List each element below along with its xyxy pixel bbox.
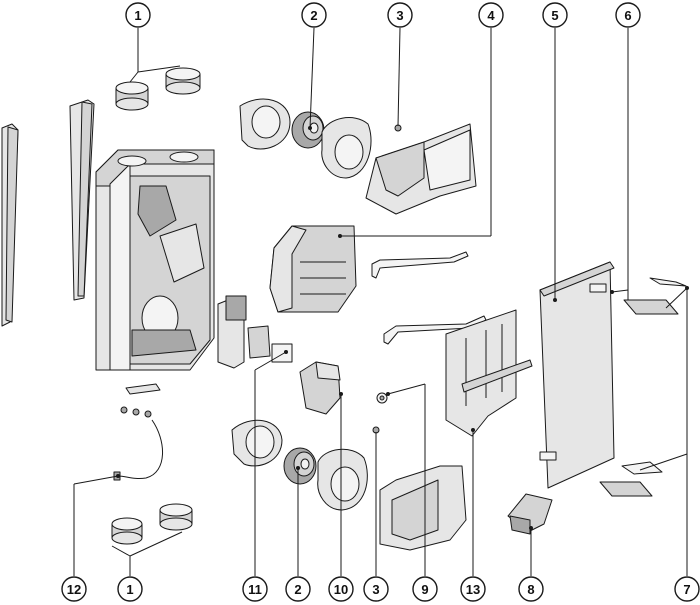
callout-2-top: 2 xyxy=(301,2,327,28)
filter-tray-upper xyxy=(623,277,687,315)
callout-label: 5 xyxy=(551,8,558,23)
callout-11: 11 xyxy=(242,576,268,602)
heat-exchanger xyxy=(269,225,357,313)
duct-sleeve-bottom-left xyxy=(111,517,143,545)
side-rail-strip xyxy=(69,99,95,301)
callout-label: 1 xyxy=(134,8,141,23)
fan-scroll-top-right xyxy=(321,117,372,179)
callout-label: 11 xyxy=(248,582,262,597)
sensor-cable xyxy=(113,419,164,481)
left-rail-strip xyxy=(1,123,19,327)
filter-tray-lower xyxy=(599,461,663,497)
callout-1-top: 1 xyxy=(125,2,151,28)
filter-box xyxy=(299,361,341,415)
callout-label: 4 xyxy=(487,8,495,23)
callout-10: 10 xyxy=(328,576,354,602)
callout-label: 7 xyxy=(683,582,690,597)
upper-bracket-tray xyxy=(365,123,477,215)
callout-7: 7 xyxy=(674,576,700,602)
callout-label: 10 xyxy=(334,582,348,597)
electronics-module xyxy=(217,295,293,369)
callout-label: 13 xyxy=(466,582,480,597)
callout-label: 3 xyxy=(372,582,379,597)
thin-bracket-upper xyxy=(371,251,469,279)
callout-9: 9 xyxy=(412,576,438,602)
fan-scroll-top-left xyxy=(239,98,291,150)
lower-bracket-tray xyxy=(379,465,467,551)
control-panel-unit xyxy=(507,493,553,535)
connector-small xyxy=(376,392,388,404)
callout-label: 2 xyxy=(294,582,301,597)
callout-3-top: 3 xyxy=(387,2,413,28)
callout-label: 1 xyxy=(126,582,133,597)
sensor-clips xyxy=(120,406,152,418)
duct-sleeve-bottom-right xyxy=(159,503,193,531)
callout-8: 8 xyxy=(518,576,544,602)
callout-13: 13 xyxy=(460,576,486,602)
callout-6: 6 xyxy=(615,2,641,28)
duct-sleeve-top-left xyxy=(115,81,149,111)
callout-4: 4 xyxy=(478,2,504,28)
callout-5: 5 xyxy=(542,2,568,28)
callout-label: 8 xyxy=(527,582,534,597)
callout-2-bottom: 2 xyxy=(285,576,311,602)
leader-lines xyxy=(73,27,689,576)
back-panel xyxy=(445,309,533,437)
fan-scroll-bottom-right xyxy=(317,448,368,511)
callout-label: 6 xyxy=(624,8,631,23)
callout-12: 12 xyxy=(61,576,87,602)
callout-1-bottom: 1 xyxy=(117,576,143,602)
callout-3-bottom: 3 xyxy=(363,576,389,602)
callout-label: 12 xyxy=(67,582,81,597)
front-panel xyxy=(539,261,615,489)
callout-label: 3 xyxy=(396,8,403,23)
fan-scroll-bottom-left xyxy=(231,419,283,467)
callout-label: 9 xyxy=(421,582,428,597)
duct-sleeve-top-right xyxy=(165,67,201,95)
small-bracket xyxy=(125,383,161,395)
main-housing xyxy=(95,149,215,371)
fan-impeller-bottom xyxy=(283,447,317,485)
callout-label: 2 xyxy=(310,8,317,23)
fan-impeller-top xyxy=(291,111,325,149)
